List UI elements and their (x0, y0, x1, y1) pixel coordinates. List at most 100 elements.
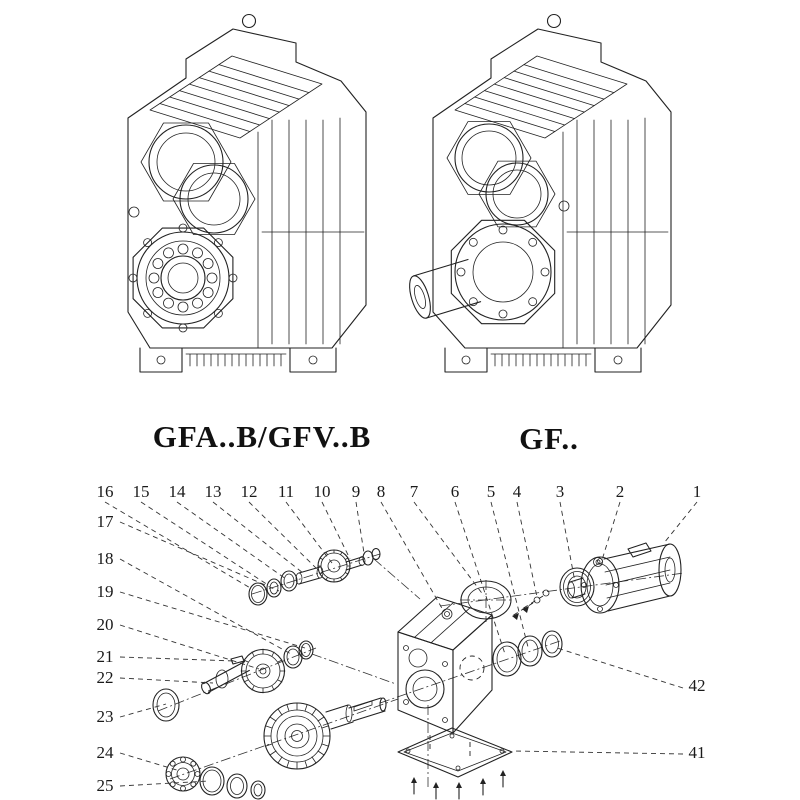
callout-number: 22 (97, 668, 114, 687)
callout-number: 18 (97, 549, 114, 568)
leader-lines (104, 501, 698, 787)
callout-number: 3 (556, 482, 565, 501)
flange-bolt-holes (456, 225, 550, 319)
bearing-rollers (148, 243, 218, 313)
washer (226, 773, 248, 799)
output-shaft (409, 258, 482, 319)
gear-cover-2 (485, 162, 549, 226)
model-label-left: GFA..B/GFV..B (153, 419, 372, 454)
callout-number: 23 (97, 707, 114, 726)
gear-cover-hex-2 (478, 160, 556, 228)
callout-number: 11 (278, 482, 294, 501)
side-ribs (562, 117, 669, 349)
input-shaft-assembly (248, 547, 381, 606)
bearing-outer-ring (136, 231, 230, 325)
hollow-shaft-bore (160, 255, 206, 301)
output-shaft (325, 697, 386, 730)
callout-number: 10 (314, 482, 331, 501)
top-rib-face (149, 55, 323, 139)
motor-fins (604, 556, 671, 599)
callout-number: 24 (97, 743, 115, 762)
callout-number: 6 (451, 482, 460, 501)
exploded-view-drawing (152, 542, 685, 800)
intermediate-gear-teeth (240, 648, 286, 694)
seal-rings (492, 630, 563, 677)
oil-plug-icon (128, 206, 140, 218)
side-ribs (257, 117, 365, 349)
housing-outline (432, 28, 672, 349)
spacer (250, 780, 266, 800)
motor-flange (580, 556, 620, 614)
callout-number: 7 (410, 482, 419, 501)
top-rib-face (454, 55, 628, 139)
callout-number: 20 (97, 615, 114, 634)
key (230, 655, 245, 665)
input-gear (317, 549, 351, 583)
mounting-bolts (411, 770, 506, 800)
callout-number: 41 (689, 743, 706, 762)
gear-cover-hex-1 (446, 121, 532, 195)
callout-number: 5 (487, 482, 496, 501)
lifting-eye-icon (546, 13, 562, 29)
motor-body (603, 543, 671, 612)
callout-number: 15 (133, 482, 150, 501)
model-label-right: GF.. (519, 421, 579, 456)
callout-number: 42 (689, 676, 706, 695)
flange-bolt-holes (128, 223, 238, 333)
top-rib-hatching (464, 64, 615, 132)
oil-plug-icon (558, 200, 570, 212)
callout-number: 14 (169, 482, 187, 501)
gasket-plate (397, 727, 513, 778)
housing-outline (127, 28, 367, 349)
flange-bolts (511, 589, 550, 620)
gear-cover-1 (454, 123, 524, 193)
callout-number: 17 (97, 512, 115, 531)
motor-assembly (567, 542, 682, 614)
shim-ring (460, 580, 512, 622)
gearbox-right-drawing (409, 13, 672, 373)
gear-cover-2 (179, 164, 249, 234)
hidden-bore (459, 655, 485, 681)
callout-number: 19 (97, 582, 114, 601)
output-gear (263, 702, 331, 770)
output-flange-octagon (450, 219, 556, 325)
input-gear-teeth (317, 549, 351, 583)
output-flange-ring (454, 223, 552, 321)
assembly-axis-lines (157, 553, 685, 788)
bearing-flange-octagon (132, 227, 234, 329)
mounting-feet (444, 347, 642, 373)
gearbox-left-drawing (127, 13, 367, 373)
callout-numbers: 16 15 14 13 12 11 10 9 8 7 6 5 4 3 2 1 1… (97, 482, 706, 795)
end-cap (152, 688, 180, 722)
gear-cover-hex-2 (172, 163, 256, 235)
gear-cover-1 (148, 124, 224, 200)
housing-bore (405, 669, 445, 709)
output-gear-teeth (263, 702, 331, 770)
terminal-box (627, 542, 652, 558)
output-bearing-rollers (165, 756, 201, 792)
callout-number: 8 (377, 482, 386, 501)
housing-upper-bore (408, 648, 428, 668)
base-serrations (185, 353, 287, 367)
callout-number: 9 (352, 482, 361, 501)
output-shaft-assembly (165, 697, 387, 800)
callout-number: 12 (241, 482, 258, 501)
callout-number: 16 (97, 482, 114, 501)
mounting-feet (139, 347, 337, 373)
housing-bolt-holes (403, 645, 448, 723)
gear-cover-hex-1 (140, 122, 232, 202)
lifting-eye-icon (241, 13, 257, 29)
keyway (353, 700, 373, 712)
circlip (199, 766, 225, 796)
top-rib-hatching (159, 64, 310, 132)
intermediate-shaft (203, 661, 250, 693)
base-serrations (490, 353, 592, 367)
callout-number: 2 (616, 482, 625, 501)
callout-number: 4 (513, 482, 522, 501)
callout-number: 1 (693, 482, 702, 501)
callout-number: 25 (97, 776, 114, 795)
callout-number: 13 (205, 482, 222, 501)
gear-housing (397, 596, 493, 734)
